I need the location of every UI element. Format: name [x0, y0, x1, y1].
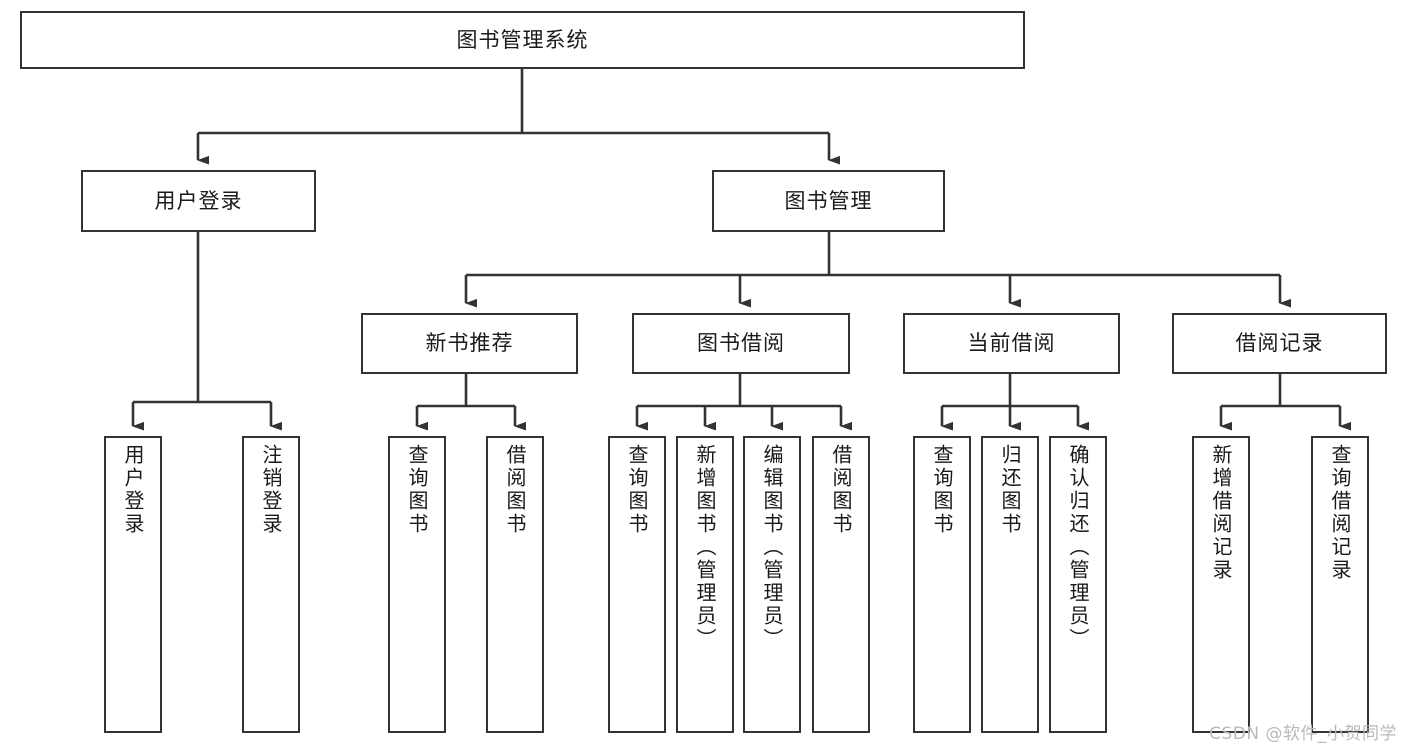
- node-new-book-rec-label: 新书推荐: [425, 331, 514, 356]
- node-leaf-return-book[interactable]: 归还图书: [981, 436, 1039, 733]
- node-leaf-user-login-label: 用户登录: [121, 444, 145, 536]
- node-book-borrow[interactable]: 图书借阅: [632, 313, 850, 374]
- node-current-borrow-label: 当前借阅: [967, 331, 1056, 356]
- node-leaf-return-book-label: 归还图书: [998, 444, 1022, 536]
- node-book-manage-label: 图书管理: [784, 188, 873, 213]
- node-new-book-rec[interactable]: 新书推荐: [361, 313, 578, 374]
- node-leaf-query-record[interactable]: 查询借阅记录: [1311, 436, 1369, 733]
- node-leaf-borrow-book-1-label: 借阅图书: [503, 444, 527, 536]
- node-leaf-query-book-3[interactable]: 查询图书: [913, 436, 971, 733]
- node-leaf-add-record[interactable]: 新增借阅记录: [1192, 436, 1250, 733]
- node-root-label: 图书管理系统: [456, 27, 589, 52]
- node-current-borrow[interactable]: 当前借阅: [903, 313, 1120, 374]
- node-leaf-add-record-label: 新增借阅记录: [1209, 444, 1233, 582]
- node-leaf-borrow-book-1[interactable]: 借阅图书: [486, 436, 544, 733]
- node-leaf-add-book-label: 新增图书（管理员）: [693, 444, 717, 651]
- csdn-watermark: CSDN @软件_小贺同学: [1209, 724, 1397, 744]
- node-leaf-query-book-1-label: 查询图书: [405, 444, 429, 536]
- node-borrow-record[interactable]: 借阅记录: [1172, 313, 1387, 374]
- node-leaf-edit-book-label: 编辑图书（管理员）: [760, 444, 784, 651]
- node-leaf-logout-label: 注销登录: [259, 444, 283, 536]
- node-leaf-add-book[interactable]: 新增图书（管理员）: [676, 436, 734, 733]
- node-leaf-confirm-return-label: 确认归还（管理员）: [1066, 444, 1090, 651]
- node-borrow-record-label: 借阅记录: [1235, 331, 1324, 356]
- node-book-borrow-label: 图书借阅: [697, 331, 785, 356]
- node-leaf-edit-book[interactable]: 编辑图书（管理员）: [743, 436, 801, 733]
- node-user-login-label: 用户登录: [154, 188, 243, 213]
- node-leaf-user-login[interactable]: 用户登录: [104, 436, 162, 733]
- node-user-login[interactable]: 用户登录: [81, 170, 316, 232]
- node-leaf-query-book-3-label: 查询图书: [930, 444, 954, 536]
- node-leaf-confirm-return[interactable]: 确认归还（管理员）: [1049, 436, 1107, 733]
- node-leaf-logout[interactable]: 注销登录: [242, 436, 300, 733]
- node-leaf-query-book-2-label: 查询图书: [625, 444, 649, 536]
- node-leaf-borrow-book-2-label: 借阅图书: [829, 444, 853, 536]
- node-root[interactable]: 图书管理系统: [20, 11, 1025, 69]
- node-leaf-borrow-book-2[interactable]: 借阅图书: [812, 436, 870, 733]
- node-leaf-query-record-label: 查询借阅记录: [1328, 444, 1352, 582]
- node-leaf-query-book-1[interactable]: 查询图书: [388, 436, 446, 733]
- node-book-manage[interactable]: 图书管理: [712, 170, 945, 232]
- node-leaf-query-book-2[interactable]: 查询图书: [608, 436, 666, 733]
